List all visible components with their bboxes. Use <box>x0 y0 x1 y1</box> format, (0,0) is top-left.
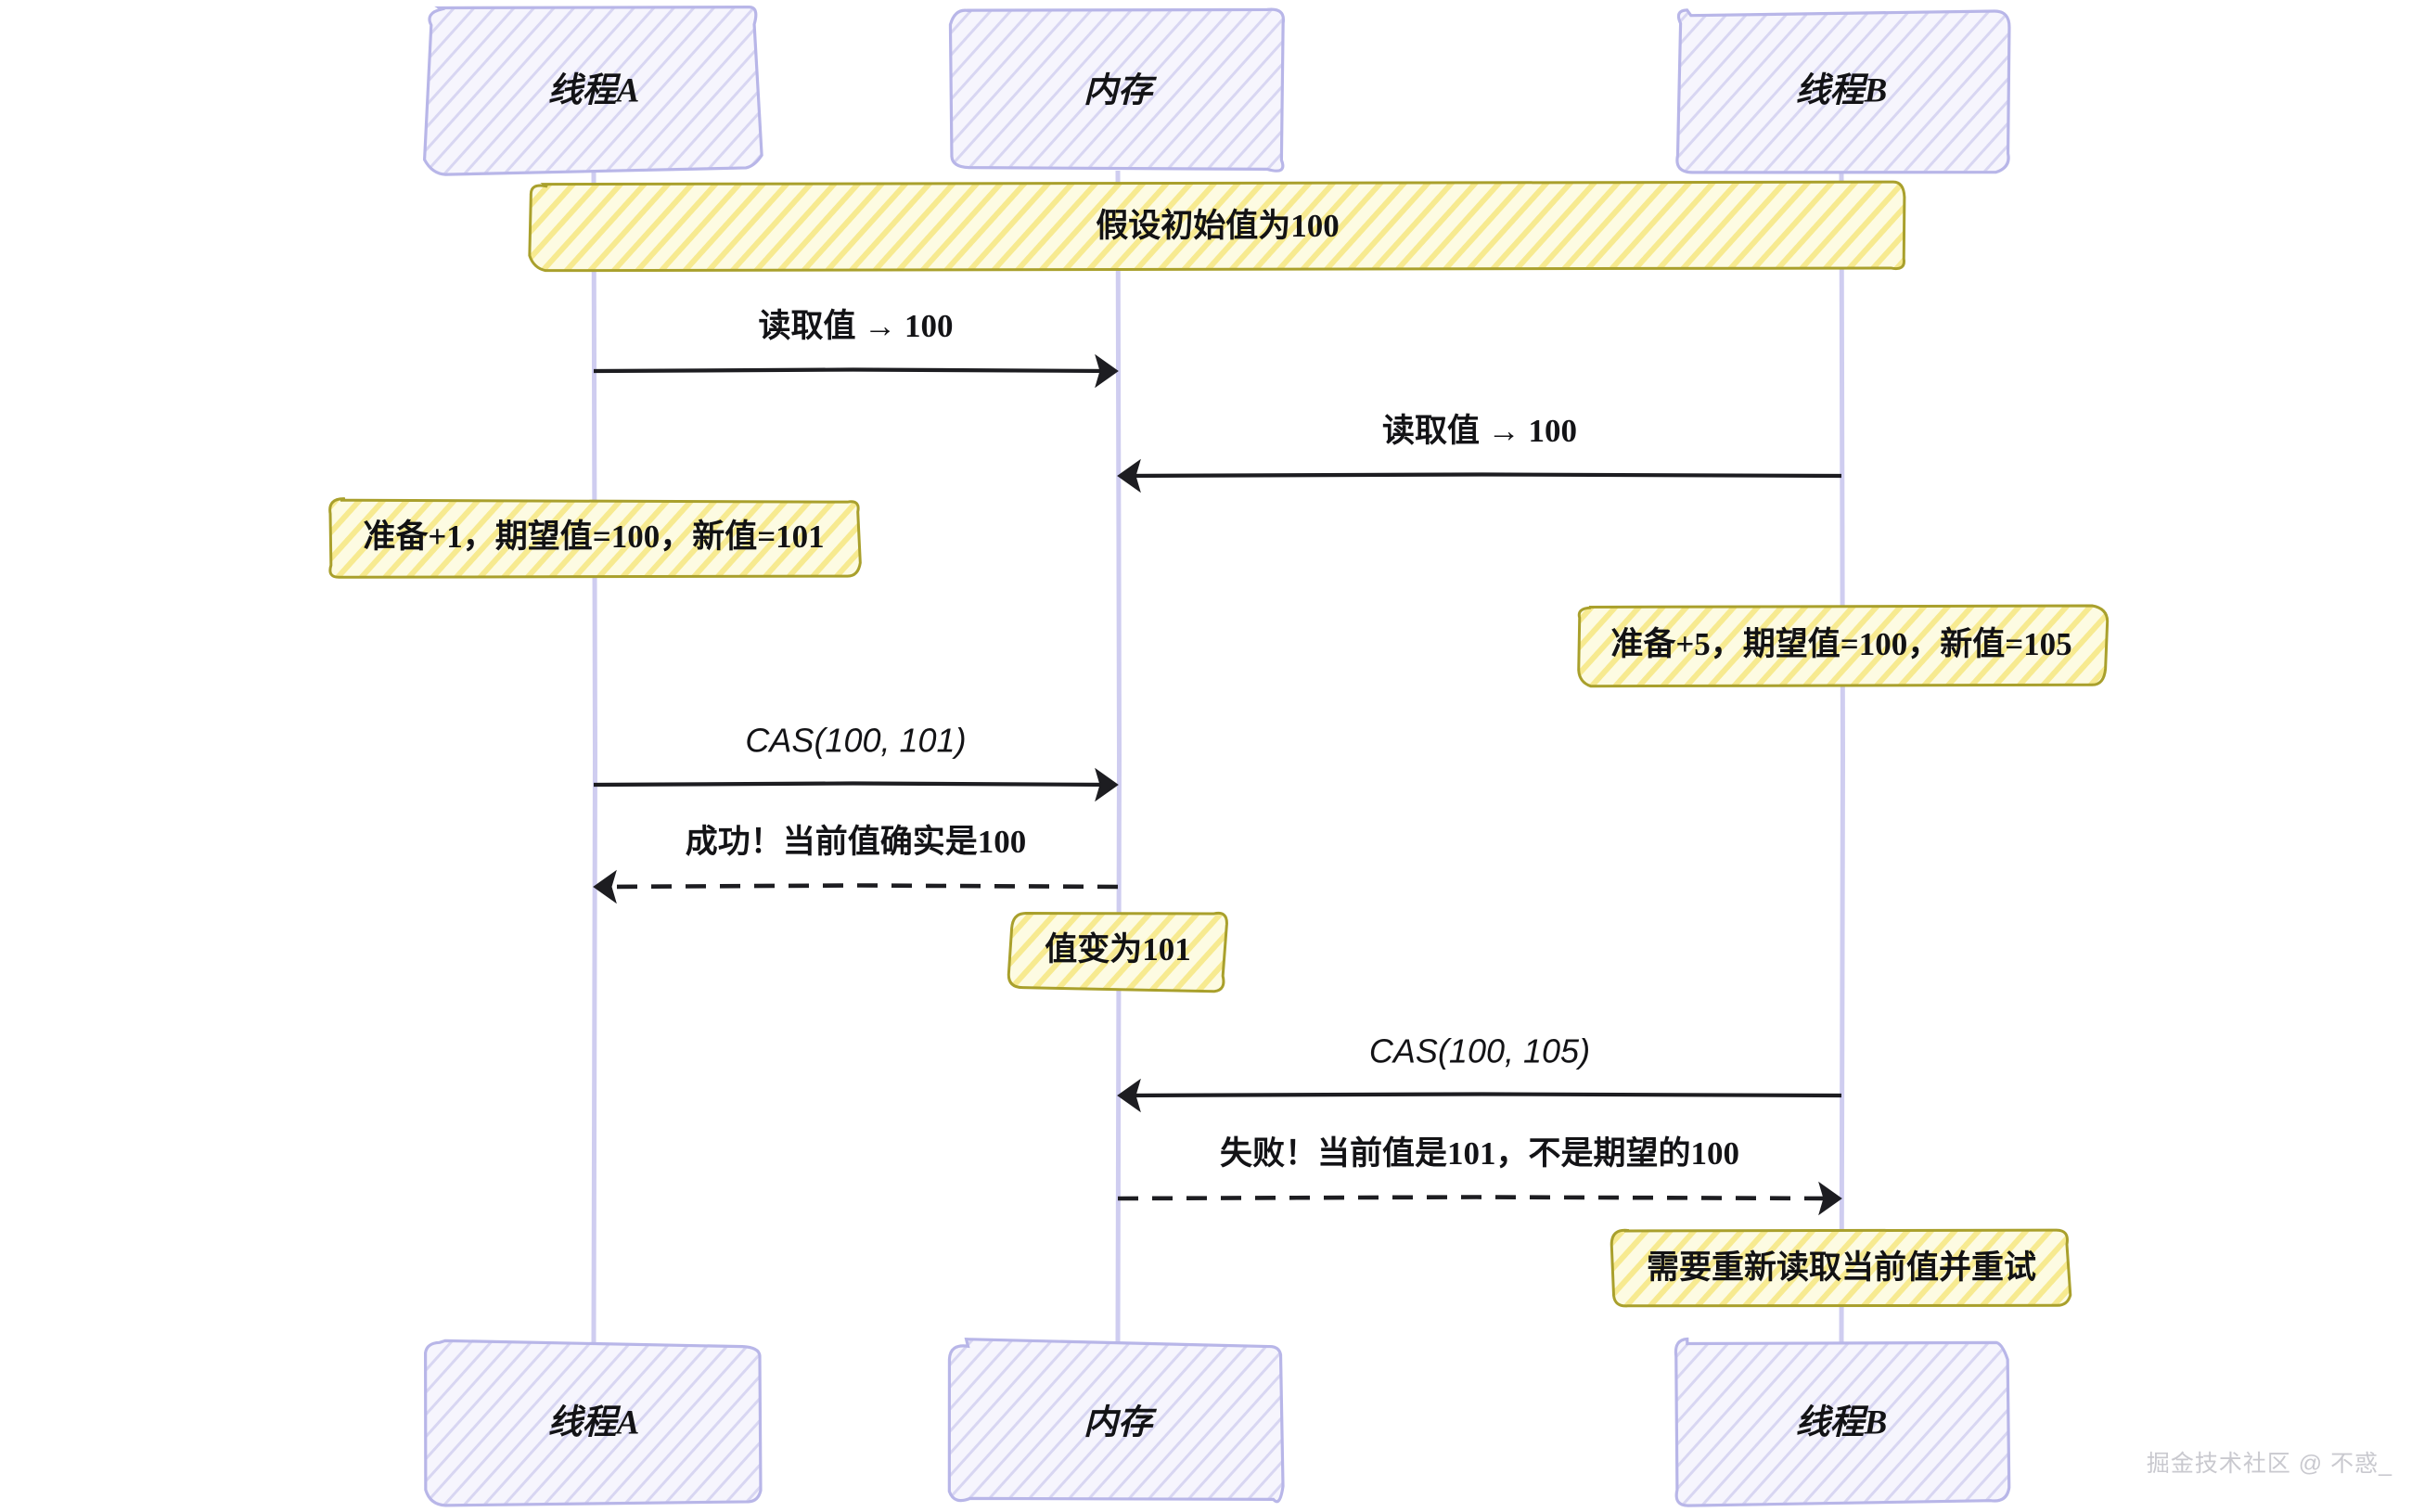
message-label: 失败！当前值是101，不是期望的100 <box>1220 1135 1739 1172</box>
message-msg-read-a: 读取值 → 100 <box>594 308 1118 387</box>
participant-box-threadA-bottom: 线程A <box>426 1340 761 1506</box>
message-line <box>1118 1198 1836 1199</box>
participant-label: 内存 <box>1084 71 1158 109</box>
message-line <box>1123 1095 1841 1096</box>
participant-label: 内存 <box>1084 1403 1158 1442</box>
message-msg-read-b: 读取值 → 100 <box>1118 413 1841 492</box>
message-line <box>599 886 1118 888</box>
message-msg-fail: 失败！当前值是101，不是期望的100 <box>1118 1135 1841 1214</box>
message-label: CAS(100, 101) <box>745 722 966 760</box>
note-note-prepare-b: 准备+5，期望值=100，新值=105 <box>1579 606 2108 686</box>
note-note-value-changed: 值变为101 <box>1008 913 1226 991</box>
message-line <box>594 784 1112 786</box>
participant-box-memory-top: 内存 <box>950 9 1283 171</box>
participant-label: 线程A <box>548 1403 640 1442</box>
note-text: 假设初始值为100 <box>1096 208 1340 244</box>
note-note-init: 假设初始值为100 <box>530 182 1905 270</box>
note-text: 准备+5，期望值=100，新值=105 <box>1610 626 2071 662</box>
note-note-prepare-a: 准备+1，期望值=100，新值=101 <box>330 499 861 578</box>
message-line <box>1123 475 1841 477</box>
note-text: 需要重新读取当前值并重试 <box>1647 1249 2036 1286</box>
message-label: 读取值 → 100 <box>758 308 953 344</box>
message-msg-cas-b: CAS(100, 105) <box>1118 1032 1841 1111</box>
participant-label: 线程B <box>1796 71 1888 109</box>
message-msg-cas-a: CAS(100, 101) <box>594 722 1118 801</box>
participant-box-threadA-top: 线程A <box>425 7 763 174</box>
watermark: 掘金技术社区 @ 不惑_ <box>2147 1445 2392 1479</box>
lifeline-threadA <box>594 171 596 1343</box>
lifeline-threadB <box>1841 171 1843 1343</box>
participant-boxes-top: 线程A 内存 线程B <box>425 7 2009 174</box>
message-label: CAS(100, 105) <box>1369 1032 1590 1070</box>
message-line <box>594 370 1112 372</box>
note-text: 准备+1，期望值=100，新值=101 <box>363 519 824 555</box>
participant-label: 线程A <box>548 71 640 109</box>
participant-box-threadB-bottom: 线程B <box>1675 1339 2008 1506</box>
lifeline-memory <box>1118 171 1120 1343</box>
message-label: 成功！当前值确实是100 <box>686 824 1027 860</box>
participant-label: 线程B <box>1796 1403 1888 1442</box>
participant-boxes-bottom: 线程A 内存 线程B <box>426 1339 2009 1506</box>
participant-box-memory-bottom: 内存 <box>949 1339 1283 1502</box>
participant-box-threadB-top: 线程B <box>1677 10 2009 173</box>
message-msg-success: 成功！当前值确实是100 <box>594 824 1118 903</box>
note-note-retry: 需要重新读取当前值并重试 <box>1611 1230 2071 1306</box>
message-label: 读取值 → 100 <box>1382 413 1577 449</box>
note-text: 值变为101 <box>1045 931 1191 967</box>
